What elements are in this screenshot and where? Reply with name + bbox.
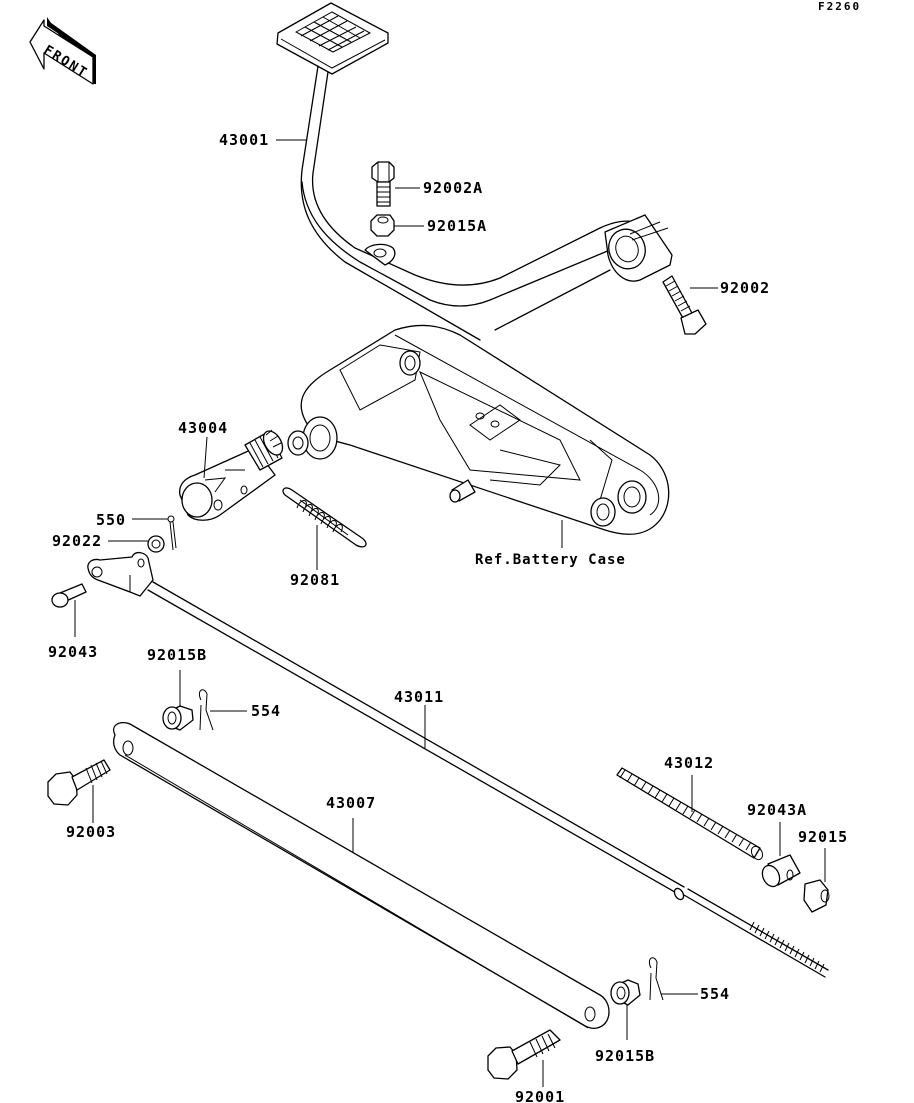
label-92003[interactable]: 92003 — [66, 823, 117, 841]
part-92043A-joint-pin — [761, 822, 801, 888]
part-43012-rod-spring — [616, 767, 764, 861]
front-arrow-icon: FRONT — [29, 17, 96, 85]
part-43004-lever-shaft — [179, 429, 284, 521]
label-43011[interactable]: 43011 — [394, 688, 445, 706]
label-92001[interactable]: 92001 — [515, 1088, 566, 1103]
part-550-cotter-pin — [167, 515, 177, 551]
label-92015[interactable]: 92015 — [798, 828, 849, 846]
label-554-lower[interactable]: 554 — [700, 985, 731, 1003]
label-43001[interactable]: 43001 — [219, 131, 270, 149]
part-43011-brake-rod — [87, 551, 829, 978]
part-92015-adjusting-nut — [803, 848, 830, 913]
part-92015B-flange-nut-lower — [610, 979, 641, 1040]
label-43004[interactable]: 43004 — [178, 419, 229, 437]
label-92002[interactable]: 92002 — [720, 279, 771, 297]
label-92015B-lower[interactable]: 92015B — [595, 1047, 656, 1065]
part-92022-washer — [147, 535, 165, 553]
part-92002A-bolt — [371, 161, 395, 207]
label-92015B-upper[interactable]: 92015B — [147, 646, 208, 664]
label-92043A[interactable]: 92043A — [747, 801, 808, 819]
label-43007[interactable]: 43007 — [326, 794, 377, 812]
part-92015B-flange-nut-upper — [162, 670, 194, 731]
battery-case-reference — [287, 324, 670, 548]
part-43001-brake-pedal — [276, 2, 673, 341]
part-92015A-nut — [370, 214, 395, 237]
label-92081[interactable]: 92081 — [290, 571, 341, 589]
part-43007-link-arm — [113, 721, 610, 1030]
part-554-r-clip-lower — [648, 957, 698, 1001]
label-92043[interactable]: 92043 — [48, 643, 99, 661]
part-554-r-clip-upper — [198, 689, 247, 731]
part-92001-bolt — [487, 1029, 561, 1087]
part-92003-bolt — [47, 759, 111, 823]
figure-code: F2260 — [818, 0, 862, 13]
part-92002-flange-bolt — [662, 275, 707, 335]
part-92081-spring — [282, 487, 367, 570]
label-92015A[interactable]: 92015A — [427, 217, 488, 235]
label-550[interactable]: 550 — [96, 511, 127, 529]
label-92022[interactable]: 92022 — [52, 532, 103, 550]
part-92043-clevis-pin — [51, 583, 87, 637]
label-43012[interactable]: 43012 — [664, 754, 715, 772]
reference-note-battery-case: Ref.Battery Case — [475, 552, 626, 568]
label-92002A[interactable]: 92002A — [423, 179, 484, 197]
label-554-upper[interactable]: 554 — [251, 702, 282, 720]
